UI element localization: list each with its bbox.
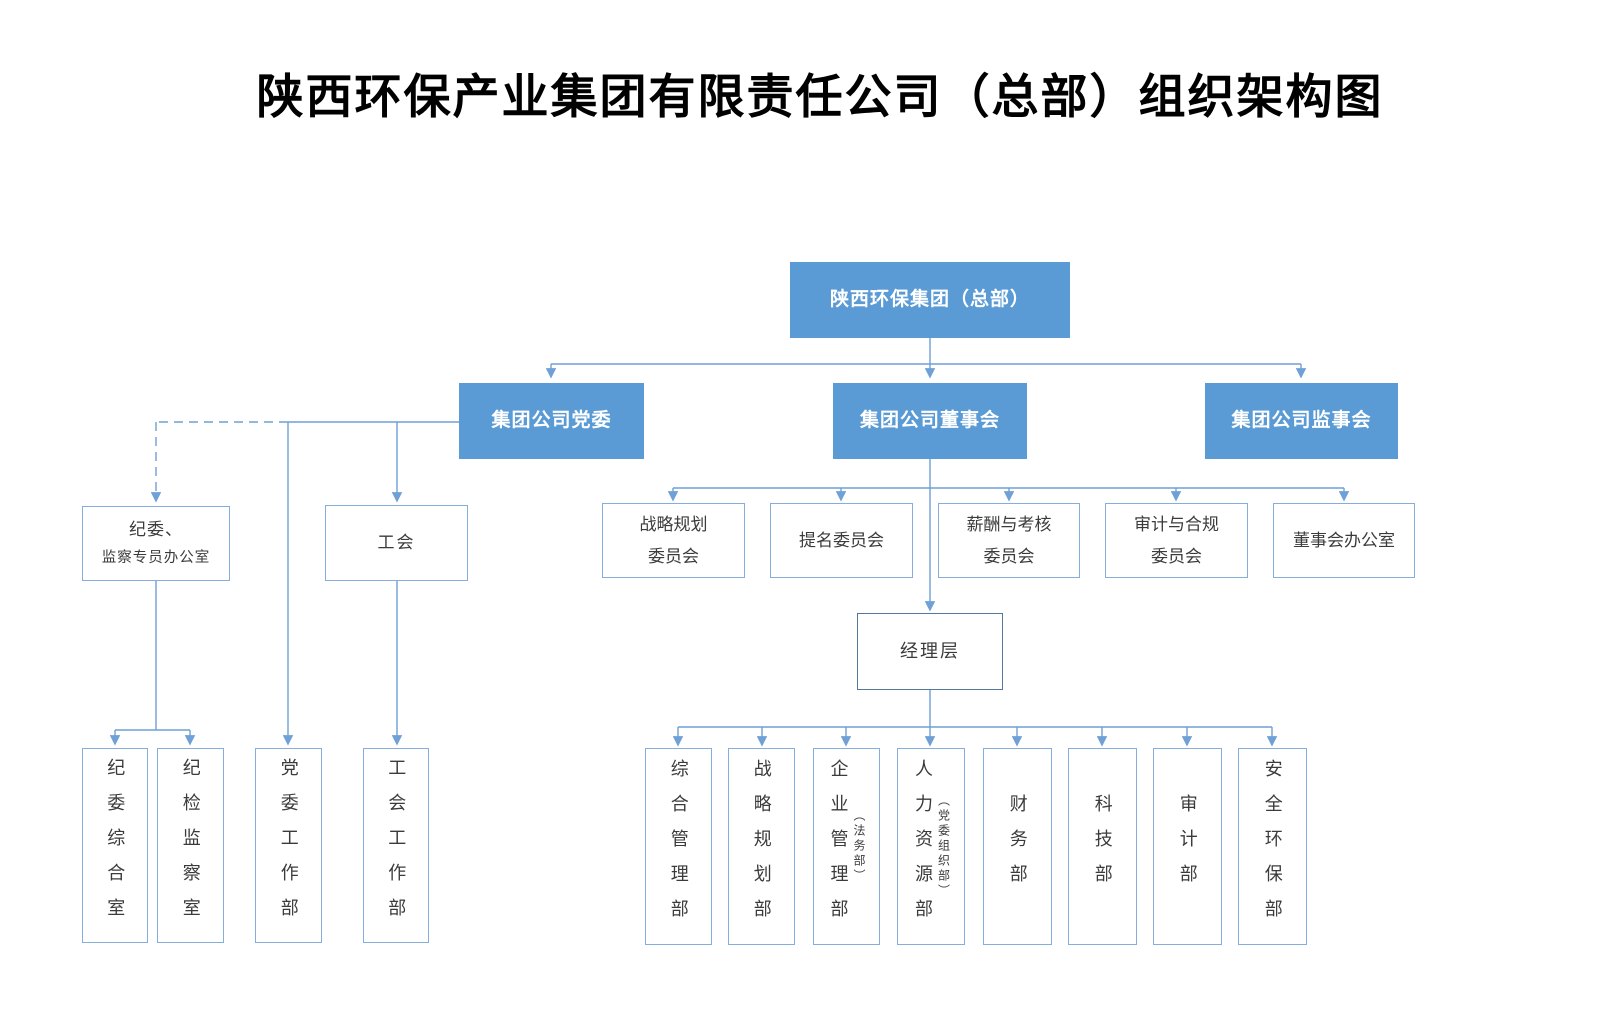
node-management-layer-label: 经理层: [900, 640, 960, 661]
node-group-hq: 陕西环保集团（总部）: [790, 262, 1070, 338]
node-discipline-general-room-label: 纪委综合室: [105, 758, 126, 933]
node-discipline-office: 纪委、 监察专员办公室: [82, 506, 230, 581]
node-dept-human-resources: 人力资源部 （党委组织部）: [897, 748, 965, 945]
node-committee-audit: 审计与合规 委员会: [1105, 503, 1248, 578]
node-supervisory-board-label: 集团公司监事会: [1231, 410, 1372, 432]
node-dept-enterprise-management-label: 企业管理部: [828, 759, 849, 934]
node-dept-enterprise-management: 企业管理部 （法务部）: [813, 748, 880, 945]
node-board-office: 董事会办公室: [1273, 503, 1415, 578]
node-dept-science-technology: 科技部: [1068, 748, 1137, 945]
node-dept-strategic-planning: 战略规划部: [728, 748, 795, 945]
node-discipline-office-line2: 监察专员办公室: [101, 550, 211, 566]
node-board-office-label: 董事会办公室: [1293, 530, 1395, 550]
node-labor-union: 工会: [325, 505, 468, 581]
node-dept-safety-environment-label: 安全环保部: [1262, 759, 1283, 934]
node-committee-compensation: 薪酬与考核 委员会: [938, 503, 1080, 578]
node-dept-human-resources-note: （党委组织部）: [936, 794, 951, 899]
node-dept-science-technology-label: 科技部: [1092, 794, 1113, 899]
page-title: 陕西环保产业集团有限责任公司（总部）组织架构图: [256, 70, 1384, 125]
node-discipline-inspection-room: 纪检监察室: [157, 748, 224, 943]
node-committee-strategy-label: 战略规划 委员会: [639, 515, 708, 566]
node-union-work-dept: 工会工作部: [363, 748, 429, 943]
node-committee-audit-label: 审计与合规 委员会: [1134, 515, 1219, 566]
node-dept-finance-label: 财务部: [1007, 794, 1028, 899]
node-committee-nomination: 提名委员会: [770, 503, 913, 578]
node-dept-finance: 财务部: [983, 748, 1052, 945]
node-board: 集团公司董事会: [833, 383, 1027, 459]
node-party-committee-label: 集团公司党委: [491, 410, 612, 432]
node-dept-safety-environment: 安全环保部: [1238, 748, 1307, 945]
node-dept-human-resources-label: 人力资源部: [913, 759, 934, 934]
node-party-work-dept-label: 党委工作部: [278, 758, 299, 933]
node-group-hq-label: 陕西环保集团（总部）: [829, 289, 1030, 311]
node-committee-compensation-label: 薪酬与考核 委员会: [966, 515, 1052, 566]
node-party-committee: 集团公司党委: [459, 383, 644, 459]
node-committee-strategy: 战略规划 委员会: [602, 503, 745, 578]
node-dept-audit-label: 审计部: [1177, 794, 1198, 899]
node-party-work-dept: 党委工作部: [255, 748, 322, 943]
node-dept-audit: 审计部: [1153, 748, 1222, 945]
node-dept-strategic-planning-label: 战略规划部: [751, 759, 772, 934]
node-dept-general-management-label: 综合管理部: [668, 759, 689, 934]
node-dept-enterprise-management-note: （法务部）: [851, 809, 866, 884]
node-supervisory-board: 集团公司监事会: [1205, 383, 1398, 459]
node-management-layer: 经理层: [857, 613, 1003, 690]
node-board-label: 集团公司董事会: [859, 410, 1000, 432]
node-discipline-inspection-room-label: 纪检监察室: [180, 758, 201, 933]
node-union-work-dept-label: 工会工作部: [386, 758, 407, 933]
node-committee-nomination-label: 提名委员会: [799, 530, 884, 550]
node-labor-union-label: 工会: [377, 533, 416, 553]
node-dept-general-management: 综合管理部: [645, 748, 712, 945]
node-discipline-office-line1: 纪委、: [129, 519, 183, 539]
node-discipline-general-room: 纪委综合室: [82, 748, 148, 943]
